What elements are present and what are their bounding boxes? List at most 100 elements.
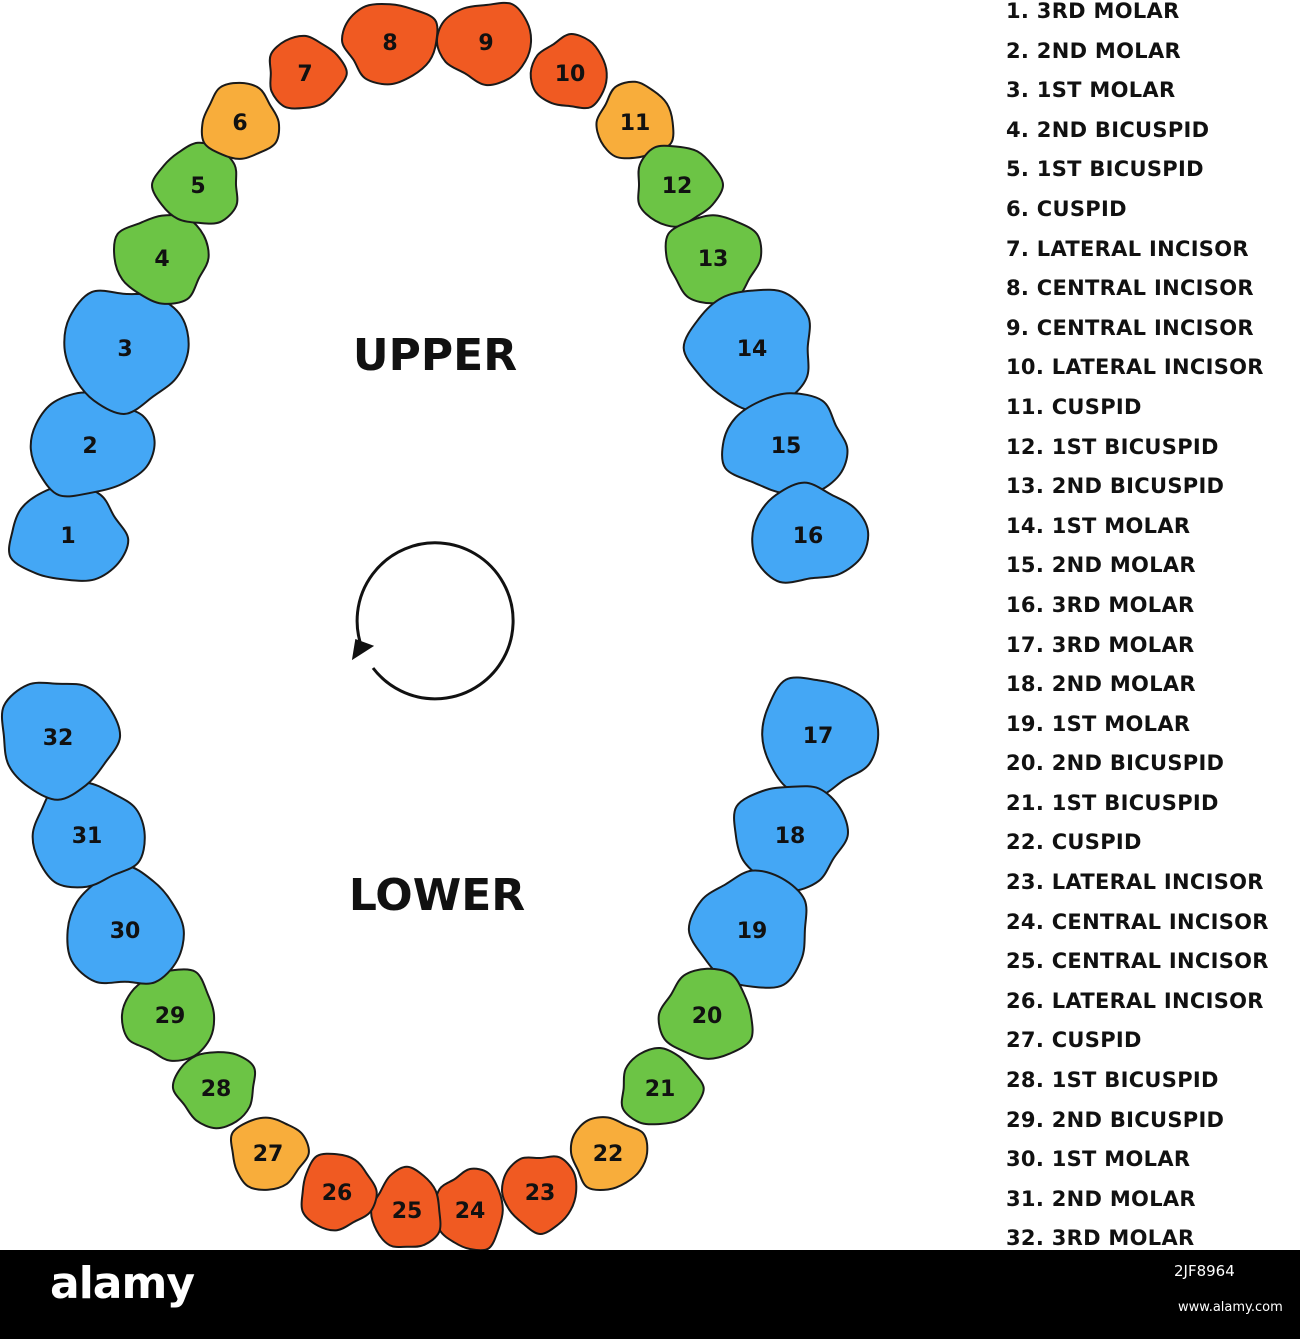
legend-item: 12. 1ST BICUSPID bbox=[1006, 434, 1219, 459]
tooth-shape bbox=[300, 1152, 378, 1232]
tooth-9: 9 bbox=[435, 1, 533, 87]
legend-item: 22. CUSPID bbox=[1006, 830, 1142, 855]
tooth-number: 2 bbox=[82, 434, 97, 459]
tooth-29: 29 bbox=[120, 968, 216, 1062]
tooth-8: 8 bbox=[341, 2, 439, 86]
tooth-shape bbox=[569, 1116, 649, 1191]
tooth-6: 6 bbox=[200, 81, 281, 160]
tooth-number: 24 bbox=[455, 1199, 486, 1224]
tooth-shape bbox=[8, 482, 130, 582]
tooth-17: 17 bbox=[761, 676, 880, 798]
legend-item: 2. 2ND MOLAR bbox=[1006, 38, 1181, 63]
tooth-shape bbox=[620, 1046, 705, 1126]
tooth-28: 28 bbox=[171, 1051, 257, 1130]
tooth-shape bbox=[687, 869, 808, 989]
tooth-number: 11 bbox=[620, 111, 651, 136]
legend-item: 1. 3RD MOLAR bbox=[1006, 0, 1180, 23]
tooth-21: 21 bbox=[620, 1046, 705, 1126]
tooth-number: 19 bbox=[737, 919, 768, 944]
tooth-shape bbox=[637, 144, 725, 228]
tooth-shape bbox=[171, 1051, 257, 1130]
tooth-number: 31 bbox=[72, 824, 103, 849]
counterclockwise-arrow-icon bbox=[351, 541, 515, 701]
tooth-19: 19 bbox=[687, 869, 808, 989]
tooth-number: 12 bbox=[662, 174, 693, 199]
tooth-shape bbox=[200, 81, 281, 160]
legend-item: 26. LATERAL INCISOR bbox=[1006, 988, 1264, 1013]
tooth-shape bbox=[0, 681, 122, 801]
legend-item: 10. LATERAL INCISOR bbox=[1006, 355, 1264, 380]
tooth-22: 22 bbox=[569, 1116, 649, 1191]
tooth-shape bbox=[435, 1, 533, 87]
tooth-number: 21 bbox=[645, 1077, 676, 1102]
tooth-number: 20 bbox=[692, 1004, 723, 1029]
tooth-shape bbox=[751, 481, 870, 584]
tooth-12: 12 bbox=[637, 144, 725, 228]
brand-logo: alamy bbox=[50, 1258, 195, 1309]
tooth-number: 26 bbox=[322, 1181, 353, 1206]
tooth-shape bbox=[341, 2, 439, 86]
legend-item: 20. 2ND BICUSPID bbox=[1006, 751, 1225, 776]
tooth-shape bbox=[31, 780, 146, 889]
legend-item: 4. 2ND BICUSPID bbox=[1006, 117, 1210, 142]
tooth-number: 7 bbox=[297, 62, 312, 87]
tooth-number: 28 bbox=[201, 1077, 232, 1102]
legend-item: 28. 1ST BICUSPID bbox=[1006, 1068, 1219, 1093]
lower-jaw-label: LOWER bbox=[349, 870, 525, 921]
legend-item: 19. 1ST MOLAR bbox=[1006, 711, 1191, 736]
tooth-number: 9 bbox=[478, 31, 493, 56]
tooth-7: 7 bbox=[268, 34, 348, 110]
legend-item: 25. CENTRAL INCISOR bbox=[1006, 949, 1269, 974]
tooth-number: 22 bbox=[593, 1142, 624, 1167]
legend-item: 23. LATERAL INCISOR bbox=[1006, 870, 1264, 895]
tooth-number: 6 bbox=[232, 111, 247, 136]
tooth-number: 16 bbox=[793, 524, 824, 549]
tooth-number: 18 bbox=[775, 824, 806, 849]
tooth-shape bbox=[501, 1155, 578, 1235]
tooth-number: 14 bbox=[737, 337, 768, 362]
tooth-shape bbox=[733, 785, 849, 892]
tooth-shape bbox=[657, 967, 754, 1060]
tooth-18: 18 bbox=[733, 785, 849, 892]
site-url: www.alamy.com bbox=[1178, 1300, 1283, 1315]
tooth-3: 3 bbox=[63, 289, 190, 415]
tooth-number: 4 bbox=[154, 247, 169, 272]
tooth-25: 25 bbox=[370, 1165, 442, 1248]
tooth-shape bbox=[268, 34, 348, 110]
legend-item: 6. CUSPID bbox=[1006, 196, 1127, 221]
legend-item: 5. 1ST BICUSPID bbox=[1006, 157, 1204, 182]
tooth-shape bbox=[529, 33, 608, 110]
legend-item: 31. 2ND MOLAR bbox=[1006, 1186, 1196, 1211]
tooth-number: 8 bbox=[382, 31, 397, 56]
tooth-31: 31 bbox=[31, 780, 146, 889]
tooth-number: 27 bbox=[253, 1142, 284, 1167]
legend-item: 17. 3RD MOLAR bbox=[1006, 632, 1195, 657]
legend-item: 18. 2ND MOLAR bbox=[1006, 672, 1196, 697]
tooth-number: 1 bbox=[60, 524, 75, 549]
upper-jaw-label: UPPER bbox=[353, 330, 517, 381]
tooth-number: 5 bbox=[190, 174, 205, 199]
tooth-legend: 1. 3RD MOLAR 2. 2ND MOLAR 3. 1ST MOLAR 4. 2… bbox=[1006, 0, 1269, 1263]
tooth-shape bbox=[761, 676, 880, 798]
tooth-number: 23 bbox=[525, 1181, 556, 1206]
legend-item: 15. 2ND MOLAR bbox=[1006, 553, 1196, 578]
tooth-number: 3 bbox=[117, 337, 132, 362]
legend-item: 7. LATERAL INCISOR bbox=[1006, 236, 1249, 261]
legend-item: 30. 1ST MOLAR bbox=[1006, 1147, 1191, 1172]
legend-item: 14. 1ST MOLAR bbox=[1006, 513, 1191, 538]
tooth-20: 20 bbox=[657, 967, 754, 1060]
legend-item: 24. CENTRAL INCISOR bbox=[1006, 909, 1269, 934]
legend-item: 27. CUSPID bbox=[1006, 1028, 1142, 1053]
legend-item: 11. CUSPID bbox=[1006, 394, 1142, 419]
tooth-26: 26 bbox=[300, 1152, 378, 1232]
legend-item: 3. 1ST MOLAR bbox=[1006, 78, 1176, 103]
tooth-shape bbox=[120, 968, 216, 1062]
tooth-16: 16 bbox=[751, 481, 870, 584]
legend-item: 13. 2ND BICUSPID bbox=[1006, 474, 1225, 499]
tooth-32: 32 bbox=[0, 681, 122, 801]
legend-item: 16. 3RD MOLAR bbox=[1006, 592, 1195, 617]
legend-item: 21. 1ST BICUSPID bbox=[1006, 790, 1219, 815]
tooth-number: 30 bbox=[110, 919, 141, 944]
